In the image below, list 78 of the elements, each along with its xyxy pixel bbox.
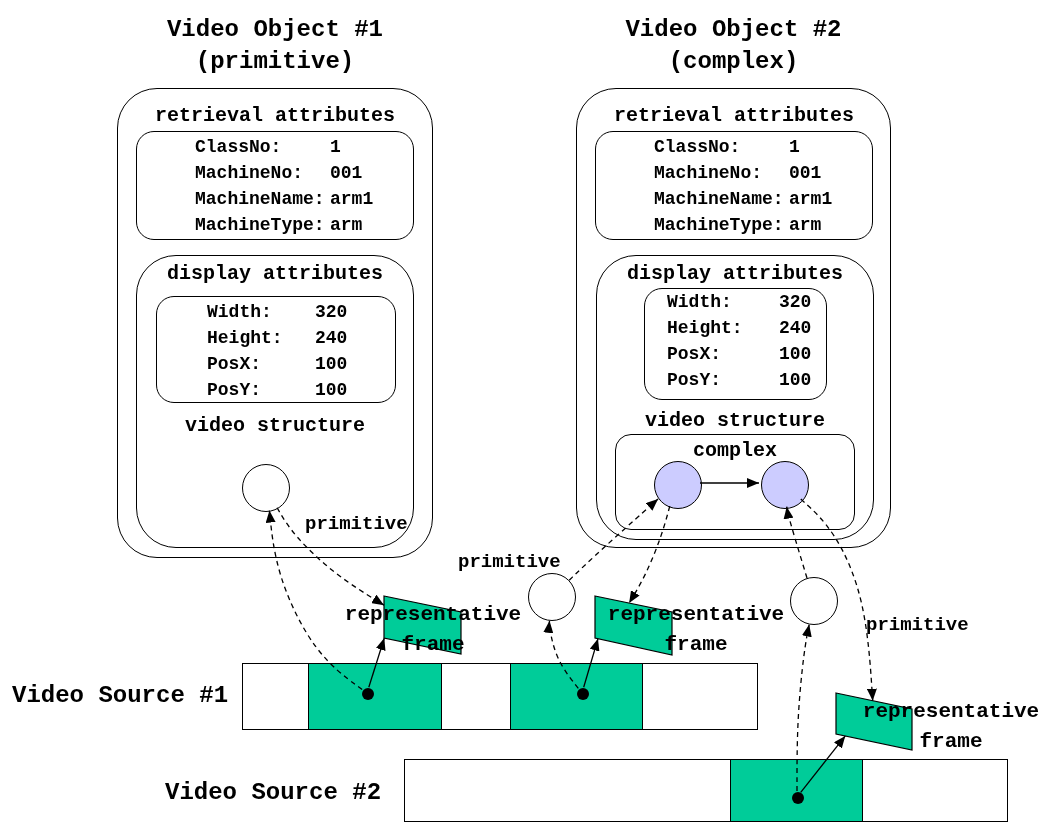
- attribute-name: Width:: [207, 301, 272, 324]
- attribute-group: [136, 104, 414, 240]
- video-source-bar: [10, 663, 758, 730]
- node-circle: [242, 464, 290, 512]
- attribute-name: MachineType:: [654, 214, 784, 237]
- arrow: [699, 478, 760, 488]
- attribute-name: ClassNo:: [195, 136, 282, 159]
- section-heading: retrieval attributes: [612, 104, 855, 128]
- attribute-panel: [644, 288, 827, 400]
- node-circle: [528, 573, 576, 621]
- attribute-value: 240: [779, 317, 812, 340]
- section-heading: retrieval attributes: [153, 104, 396, 128]
- segment-bar: [510, 663, 643, 730]
- anchor-dot: [577, 688, 589, 700]
- attribute-value: arm: [330, 214, 363, 237]
- attribute-name: PosY:: [667, 369, 721, 392]
- arrow: [583, 638, 600, 688]
- attribute-value: 240: [315, 327, 348, 350]
- primitive-label: primitive: [866, 614, 969, 636]
- anchor-dot: [362, 688, 374, 700]
- attribute-value: 100: [315, 353, 348, 376]
- dashed-arrow: [783, 506, 808, 579]
- node-circle: [654, 461, 702, 509]
- attribute-value: 1: [330, 136, 341, 159]
- attribute-value: arm1: [330, 188, 374, 211]
- attribute-value: arm1: [789, 188, 833, 211]
- source-label: Video Source #1: [12, 682, 229, 710]
- segment-bar: [730, 759, 863, 822]
- attribute-name: Height:: [207, 327, 283, 350]
- attribute-value: 100: [315, 379, 348, 402]
- node-circle: [761, 461, 809, 509]
- section-heading: display attributes: [165, 262, 384, 286]
- dashed-arrow: [628, 505, 671, 604]
- primitive-label: primitive: [305, 513, 408, 535]
- attribute-name: Width:: [667, 291, 732, 314]
- object-title: Video Object #1 (primitive): [165, 15, 384, 77]
- attribute-name: MachineNo:: [195, 162, 304, 185]
- attribute-name: ClassNo:: [654, 136, 741, 159]
- object-title: Video Object #2 (complex): [624, 15, 843, 77]
- attribute-value: 1: [789, 136, 800, 159]
- dashed-arrow: [276, 507, 385, 606]
- primitive-label: primitive: [458, 551, 561, 573]
- attribute-panel: [136, 255, 414, 548]
- attribute-value: 100: [779, 369, 812, 392]
- attribute-panel: [615, 434, 855, 530]
- attribute-value: 001: [330, 162, 363, 185]
- dashed-arrow: [265, 509, 363, 691]
- attribute-value: 320: [779, 291, 812, 314]
- arrow: [800, 735, 846, 793]
- attribute-name: MachineName:: [654, 188, 784, 211]
- dashed-arrow: [543, 620, 579, 689]
- attribute-value: 320: [315, 301, 348, 324]
- attribute-value: 100: [779, 343, 812, 366]
- arrow: [368, 637, 386, 688]
- attribute-name: PosY:: [207, 379, 261, 402]
- anchor-dot: [792, 792, 804, 804]
- node-circle: [790, 577, 838, 625]
- attribute-value: arm: [789, 214, 822, 237]
- dashed-arrow: [568, 498, 659, 581]
- section-heading: display attributes: [625, 262, 844, 286]
- attribute-name: MachineNo:: [654, 162, 763, 185]
- attribute-value: 001: [789, 162, 822, 185]
- attribute-name: MachineType:: [195, 214, 325, 237]
- structure-label: video structure: [644, 409, 826, 433]
- attribute-group: [595, 104, 873, 240]
- attribute-name: PosX:: [207, 353, 261, 376]
- section-heading: complex: [692, 439, 778, 463]
- structure-label: video structure: [184, 414, 366, 438]
- video-source-bar: [163, 759, 1008, 822]
- attribute-name: PosX:: [667, 343, 721, 366]
- attribute-name: MachineName:: [195, 188, 325, 211]
- attribute-panel: [596, 255, 874, 540]
- attribute-panel: [156, 296, 396, 403]
- dashed-arrow: [796, 623, 812, 792]
- dashed-arrow: [800, 498, 877, 702]
- attribute-name: Height:: [667, 317, 743, 340]
- source-label: Video Source #2: [165, 779, 382, 807]
- segment-bar: [308, 663, 442, 730]
